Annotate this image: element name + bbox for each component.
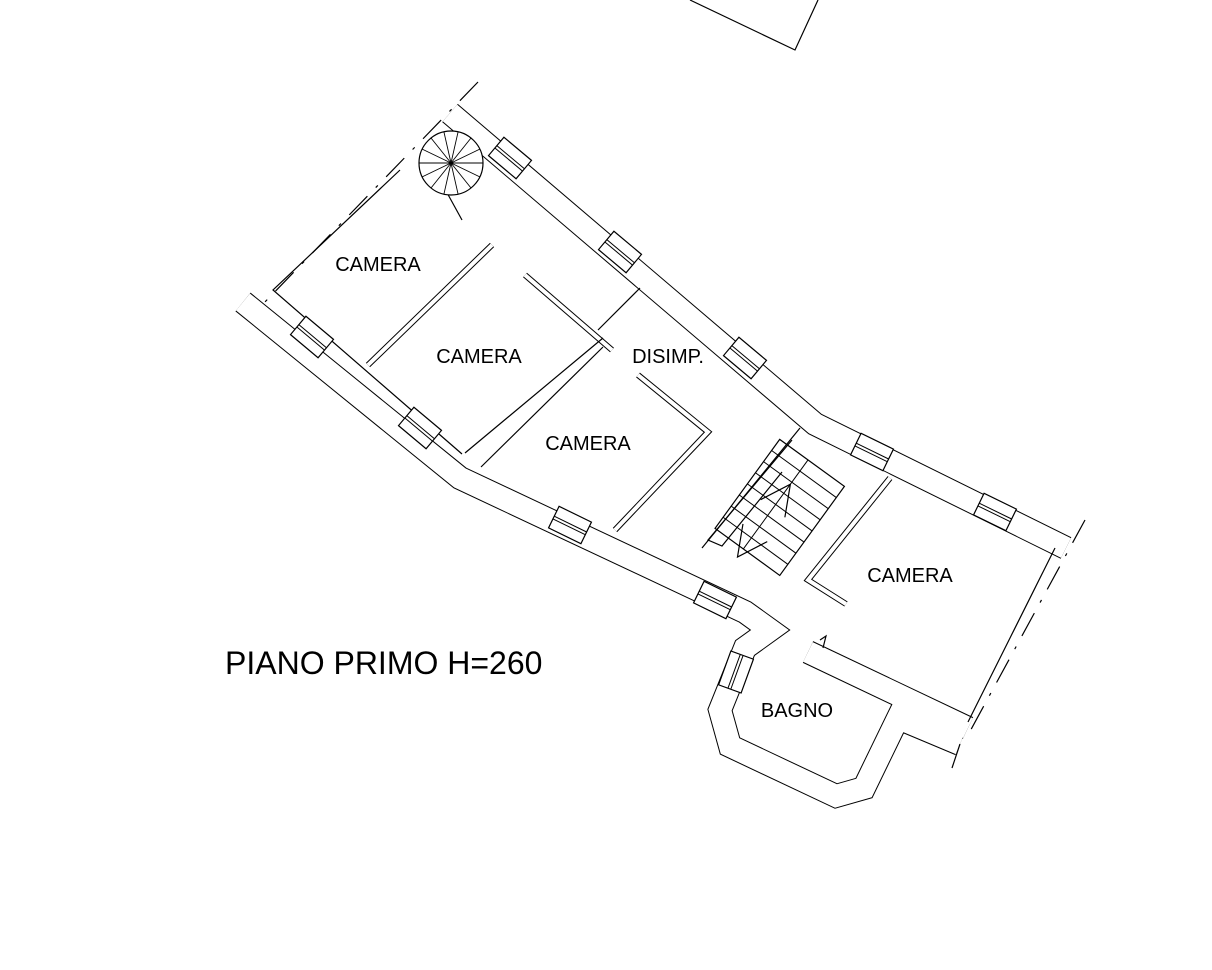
spiral-step — [422, 162, 452, 178]
window — [722, 336, 768, 380]
staircase — [714, 438, 846, 577]
exterior-walls — [235, 81, 1086, 809]
room-label-camera-3: CAMERA — [545, 433, 631, 455]
spiral-step — [443, 131, 452, 164]
window — [717, 650, 755, 694]
stair-tread — [747, 483, 813, 532]
spiral-step — [450, 162, 472, 189]
spiral-step — [422, 148, 452, 164]
window — [597, 230, 643, 274]
window — [289, 315, 335, 359]
spiral-step — [450, 162, 480, 178]
room-label-camera-1: CAMERA — [335, 254, 421, 276]
spiral-step — [450, 162, 459, 195]
spiral-step — [430, 137, 452, 164]
window — [692, 580, 738, 620]
spiral-step — [443, 162, 452, 195]
spiral-step — [450, 131, 459, 164]
room-label-bagno: BAGNO — [761, 700, 833, 722]
stair-divider — [742, 459, 809, 550]
stair-tread — [722, 516, 789, 565]
window — [487, 136, 533, 180]
room-label-disimpegno: DISIMP. — [632, 346, 704, 368]
neighbour-outline — [689, 0, 819, 51]
stair-tread — [730, 505, 797, 554]
plan-title: PIANO PRIMO H=260 — [225, 645, 542, 681]
stair-tread — [738, 494, 805, 543]
room-label-camera-4: CAMERA — [867, 565, 953, 587]
windows — [289, 136, 1018, 694]
stair-tread — [771, 450, 837, 498]
window — [547, 505, 593, 545]
spiral-staircase — [418, 130, 484, 196]
window — [972, 492, 1018, 532]
spiral-step — [450, 137, 472, 164]
stair-tread — [763, 461, 829, 510]
window — [397, 406, 443, 450]
window — [849, 432, 895, 472]
room-label-camera-2: CAMERA — [436, 346, 522, 368]
spiral-step — [430, 162, 452, 189]
spiral-step — [450, 148, 480, 164]
